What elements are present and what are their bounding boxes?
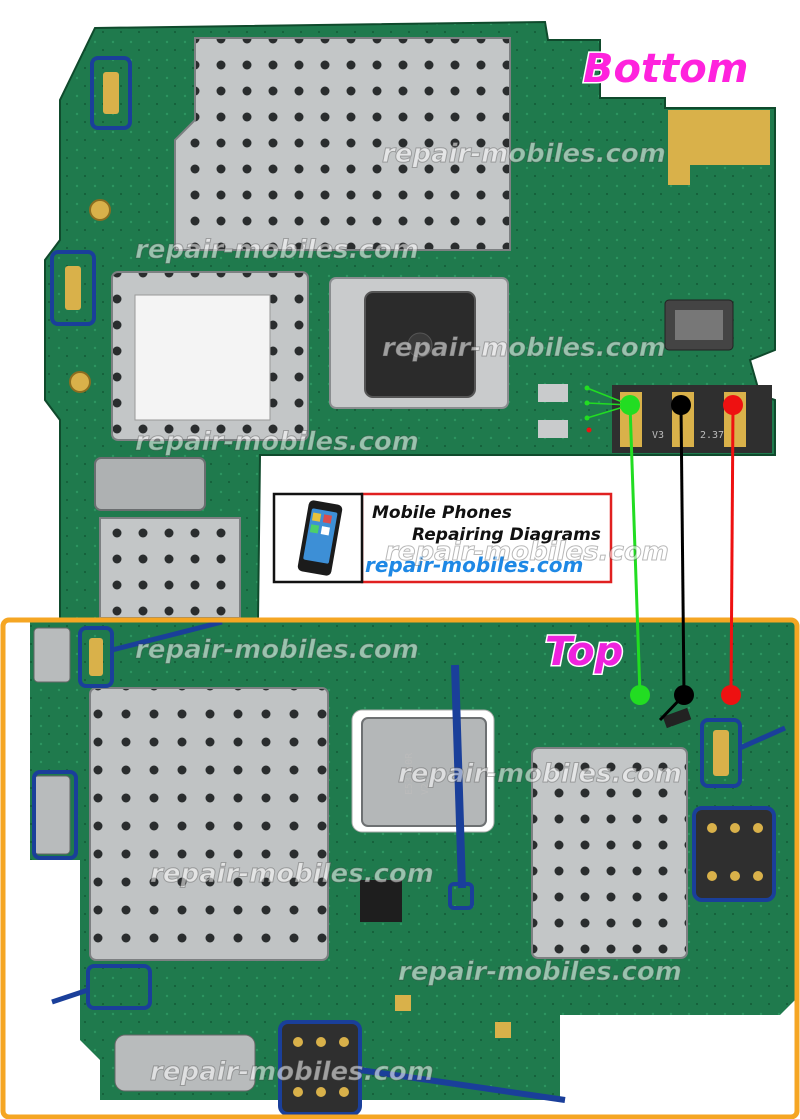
sim-pins-bottom — [293, 1037, 349, 1097]
red-fan-dot — [586, 427, 592, 433]
antenna-coax-2 — [69, 371, 91, 393]
highlight-box-sim-connector — [692, 806, 776, 902]
spring-contact-2 — [65, 266, 81, 310]
banner: Mobile Phones Repairing Diagrams repair-… — [272, 492, 613, 584]
bottom-board: V3 2.37 — [44, 20, 776, 621]
watermark: repair-mobiles.com — [150, 1057, 434, 1087]
chip-marking-1: E53110R — [404, 752, 415, 795]
watermark: repair-mobiles.com — [398, 759, 682, 789]
chip-marking-2: V2.6 — [420, 771, 431, 795]
pointer-line-3 — [51, 987, 89, 1005]
vibrator-motor — [114, 1034, 256, 1092]
sim-pins-right — [707, 823, 763, 881]
small-resistor — [662, 707, 692, 729]
green-fan-dot-1 — [584, 385, 590, 391]
top-board-frame — [0, 617, 800, 1119]
highlight-box-right-spring — [700, 718, 742, 788]
watermark: repair-mobiles.com — [135, 427, 419, 457]
watermark: repair-mobiles.com — [135, 235, 419, 265]
pointer-line-1 — [111, 619, 223, 653]
side-switch-1 — [33, 627, 71, 683]
wire-green — [628, 404, 642, 696]
highlight-box-spring-2 — [50, 250, 96, 326]
top-board: E53110R V2.6 — [30, 619, 795, 1116]
small-connector — [94, 457, 206, 511]
banner-line-1: Mobile Phones — [372, 503, 512, 523]
banner-line-2: Repairing Diagrams — [412, 525, 601, 545]
highlight-box-switch — [32, 770, 78, 860]
wire-black — [679, 404, 686, 696]
top-right-shield — [531, 747, 688, 959]
pointer-line-5 — [359, 1067, 566, 1103]
small-ic — [360, 880, 402, 922]
banner-box — [360, 492, 613, 584]
bottom-label: Bottom — [583, 46, 748, 92]
highlight-box-spring-1 — [90, 56, 132, 130]
antenna-coax-1 — [89, 199, 111, 221]
watermark: repair-mobiles.com — [135, 635, 419, 665]
top-label: Top — [545, 629, 623, 675]
wire-connections — [584, 385, 743, 722]
pointer-line-2 — [451, 664, 466, 889]
gold-contact-area — [668, 110, 770, 185]
gold-pad-2 — [495, 1022, 511, 1038]
highlight-box-top-spring — [78, 626, 114, 688]
connector-mark-v3: V3 — [652, 430, 664, 441]
lower-left-shield — [99, 517, 241, 619]
watermarks: repair-mobiles.com repair-mobiles.com re… — [135, 139, 683, 1088]
main-shield-can — [174, 37, 511, 251]
wire-red — [729, 404, 735, 696]
black-dot-bottom — [671, 395, 691, 415]
green-fan-dot-2 — [584, 400, 590, 406]
top-main-shield — [89, 687, 329, 961]
pointer-line-4 — [738, 725, 787, 751]
test-pad-1 — [538, 384, 568, 402]
connector-mark-237: 2.37 — [700, 430, 724, 441]
chip-logo-mark — [407, 332, 433, 358]
spring-contact-1 — [103, 72, 119, 114]
side-switch-2 — [33, 775, 71, 855]
banner-url: repair-mobiles.com — [365, 553, 583, 577]
watermark: repair-mobiles.com — [382, 333, 666, 363]
test-pad-2 — [538, 420, 568, 438]
red-dot-bottom — [723, 395, 743, 415]
green-dot-top — [630, 685, 650, 705]
green-dot-bottom — [620, 395, 640, 415]
green-fan-dot-3 — [584, 415, 590, 421]
watermark: repair-mobiles.com — [398, 957, 682, 987]
watermark: repair-mobiles.com — [150, 859, 434, 889]
gold-pad-1 — [395, 995, 411, 1011]
b2b-connector-pins — [675, 310, 723, 340]
shield-window — [134, 294, 271, 421]
watermark: repair-mobiles.com — [382, 139, 666, 169]
phone-icon — [297, 500, 343, 576]
top-spring-contact — [89, 638, 103, 676]
highlight-box-mic — [86, 964, 152, 1010]
right-spring-contact — [713, 730, 729, 776]
watermark: repair-mobiles.com — [385, 537, 669, 567]
red-dot-top — [721, 685, 741, 705]
black-dot-top — [674, 685, 694, 705]
